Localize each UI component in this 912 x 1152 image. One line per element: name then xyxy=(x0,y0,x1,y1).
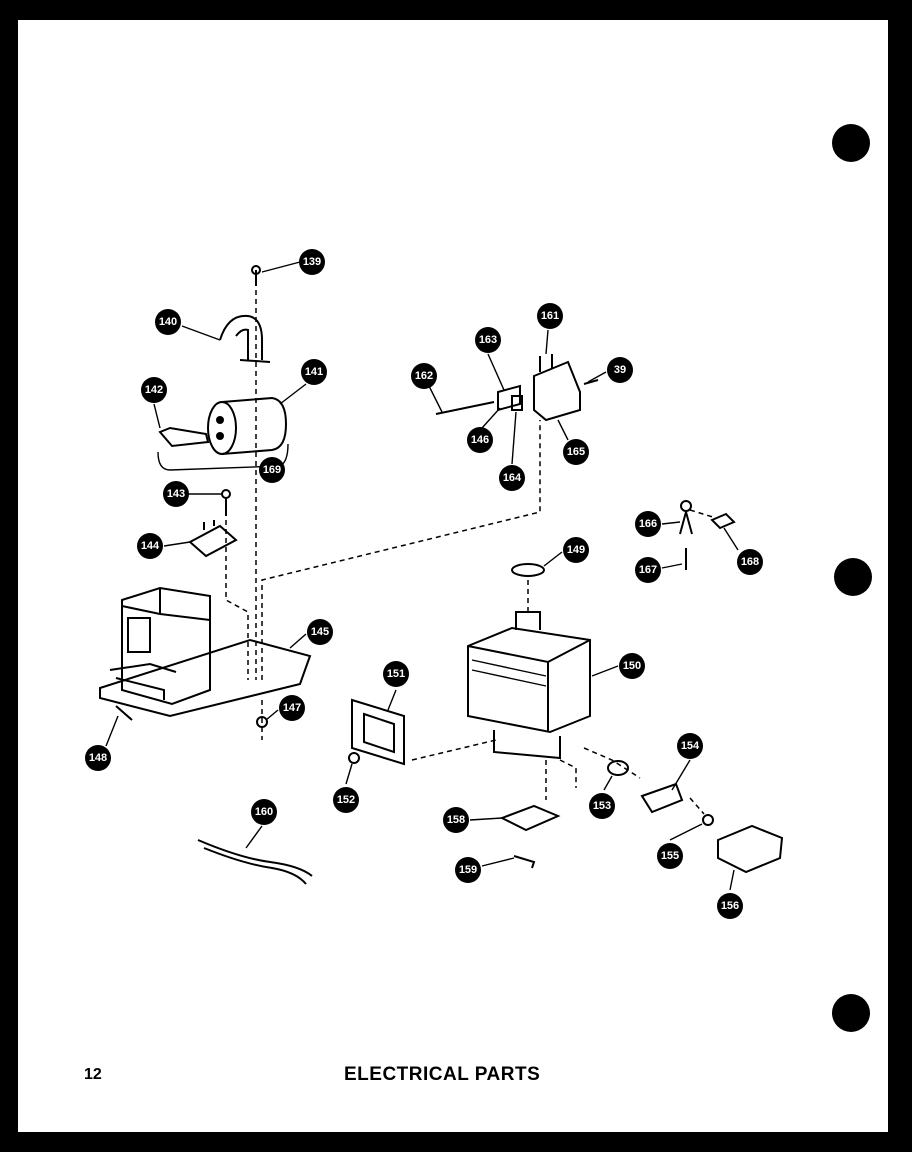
svg-text:165: 165 xyxy=(567,446,585,458)
page-title: ELECTRICAL PARTS xyxy=(344,1064,541,1085)
callout-161: 161 xyxy=(537,303,563,329)
callout-145: 145 xyxy=(307,619,333,645)
binder-hole-bottom xyxy=(832,994,870,1032)
svg-text:151: 151 xyxy=(387,668,405,680)
svg-text:147: 147 xyxy=(283,702,301,714)
callout-150: 150 xyxy=(619,653,645,679)
part-152-terminal xyxy=(348,752,360,764)
svg-text:150: 150 xyxy=(623,660,641,672)
callout-168: 168 xyxy=(737,549,763,575)
svg-text:156: 156 xyxy=(721,900,739,912)
callout-140: 140 xyxy=(155,309,181,335)
svg-text:155: 155 xyxy=(661,850,679,862)
callout-153: 153 xyxy=(589,793,615,819)
svg-text:169: 169 xyxy=(263,464,281,476)
part-141-capacitor xyxy=(207,396,288,455)
svg-text:161: 161 xyxy=(541,310,559,322)
callout-155: 155 xyxy=(657,843,683,869)
part-143-screw xyxy=(221,489,231,516)
svg-text:144: 144 xyxy=(141,540,160,552)
callout-142: 142 xyxy=(141,377,167,403)
svg-text:140: 140 xyxy=(159,316,177,328)
part-144-diode xyxy=(188,520,238,558)
part-154-bracket xyxy=(640,782,684,814)
svg-text:154: 154 xyxy=(681,740,700,752)
callout-158: 158 xyxy=(443,807,469,833)
part-142-clip xyxy=(158,426,210,448)
part-139-screw xyxy=(251,265,261,286)
part-156-cover xyxy=(717,824,784,874)
svg-text:142: 142 xyxy=(145,384,163,396)
part-159-clip xyxy=(513,855,536,869)
callout-143: 143 xyxy=(163,481,189,507)
callout-166: 166 xyxy=(635,511,661,537)
page-number: 12 xyxy=(84,1066,102,1083)
svg-text:146: 146 xyxy=(471,434,489,446)
svg-text:143: 143 xyxy=(167,488,185,500)
binder-hole-top xyxy=(832,124,870,162)
callout-164: 164 xyxy=(499,465,525,491)
callout-154: 154 xyxy=(677,733,703,759)
svg-text:167: 167 xyxy=(639,564,657,576)
part-169-group-bracket xyxy=(157,443,289,471)
part-148-screw xyxy=(115,705,133,721)
svg-text:166: 166 xyxy=(639,518,657,530)
callout-147: 147 xyxy=(279,695,305,721)
callout-39: 39 xyxy=(607,357,633,383)
svg-text:160: 160 xyxy=(255,806,273,818)
diagram-sheet xyxy=(18,20,888,1132)
callout-165: 165 xyxy=(563,439,589,465)
svg-text:158: 158 xyxy=(447,814,465,826)
callout-151: 151 xyxy=(383,661,409,687)
svg-text:149: 149 xyxy=(567,544,585,556)
part-151-waveguide-frame xyxy=(351,698,405,766)
callout-144: 144 xyxy=(137,533,163,559)
part-160-wire-harness xyxy=(197,839,313,885)
svg-text:141: 141 xyxy=(305,366,323,378)
part-158-gasket xyxy=(499,804,561,832)
svg-text:148: 148 xyxy=(89,752,107,764)
callout-139: 139 xyxy=(299,249,325,275)
part-166-fuse-holder xyxy=(679,500,736,570)
callout-146: 146 xyxy=(467,427,493,453)
callout-163: 163 xyxy=(475,327,501,353)
part-155-nut xyxy=(702,814,714,826)
svg-text:159: 159 xyxy=(459,864,477,876)
svg-text:39: 39 xyxy=(614,364,626,376)
part-165-noise-filter xyxy=(435,354,599,422)
part-150-magnetron xyxy=(467,611,591,760)
svg-text:163: 163 xyxy=(479,334,497,346)
leader-lines xyxy=(105,261,739,891)
svg-text:145: 145 xyxy=(311,626,329,638)
svg-text:162: 162 xyxy=(415,370,433,382)
callout-169: 169 xyxy=(259,457,285,483)
callout-167: 167 xyxy=(635,557,661,583)
svg-text:164: 164 xyxy=(503,472,522,484)
callout-156: 156 xyxy=(717,893,743,919)
callout-149: 149 xyxy=(563,537,589,563)
callout-152: 152 xyxy=(333,787,359,813)
svg-text:139: 139 xyxy=(303,256,321,268)
callout-162: 162 xyxy=(411,363,437,389)
callout-148-transformer-screw: 148 xyxy=(85,745,111,771)
part-153-thermal-cutout xyxy=(607,760,629,776)
assembly-lines xyxy=(225,290,717,815)
callout-160: 160 xyxy=(251,799,277,825)
part-149-gasket xyxy=(511,563,545,577)
part-140-capacitor-bracket xyxy=(219,314,271,363)
binder-hole-middle xyxy=(834,558,872,596)
svg-text:168: 168 xyxy=(741,556,759,568)
svg-text:153: 153 xyxy=(593,800,611,812)
callout-141: 141 xyxy=(301,359,327,385)
svg-text:152: 152 xyxy=(337,794,355,806)
callout-159: 159 xyxy=(455,857,481,883)
part-145-transformer xyxy=(99,586,312,718)
